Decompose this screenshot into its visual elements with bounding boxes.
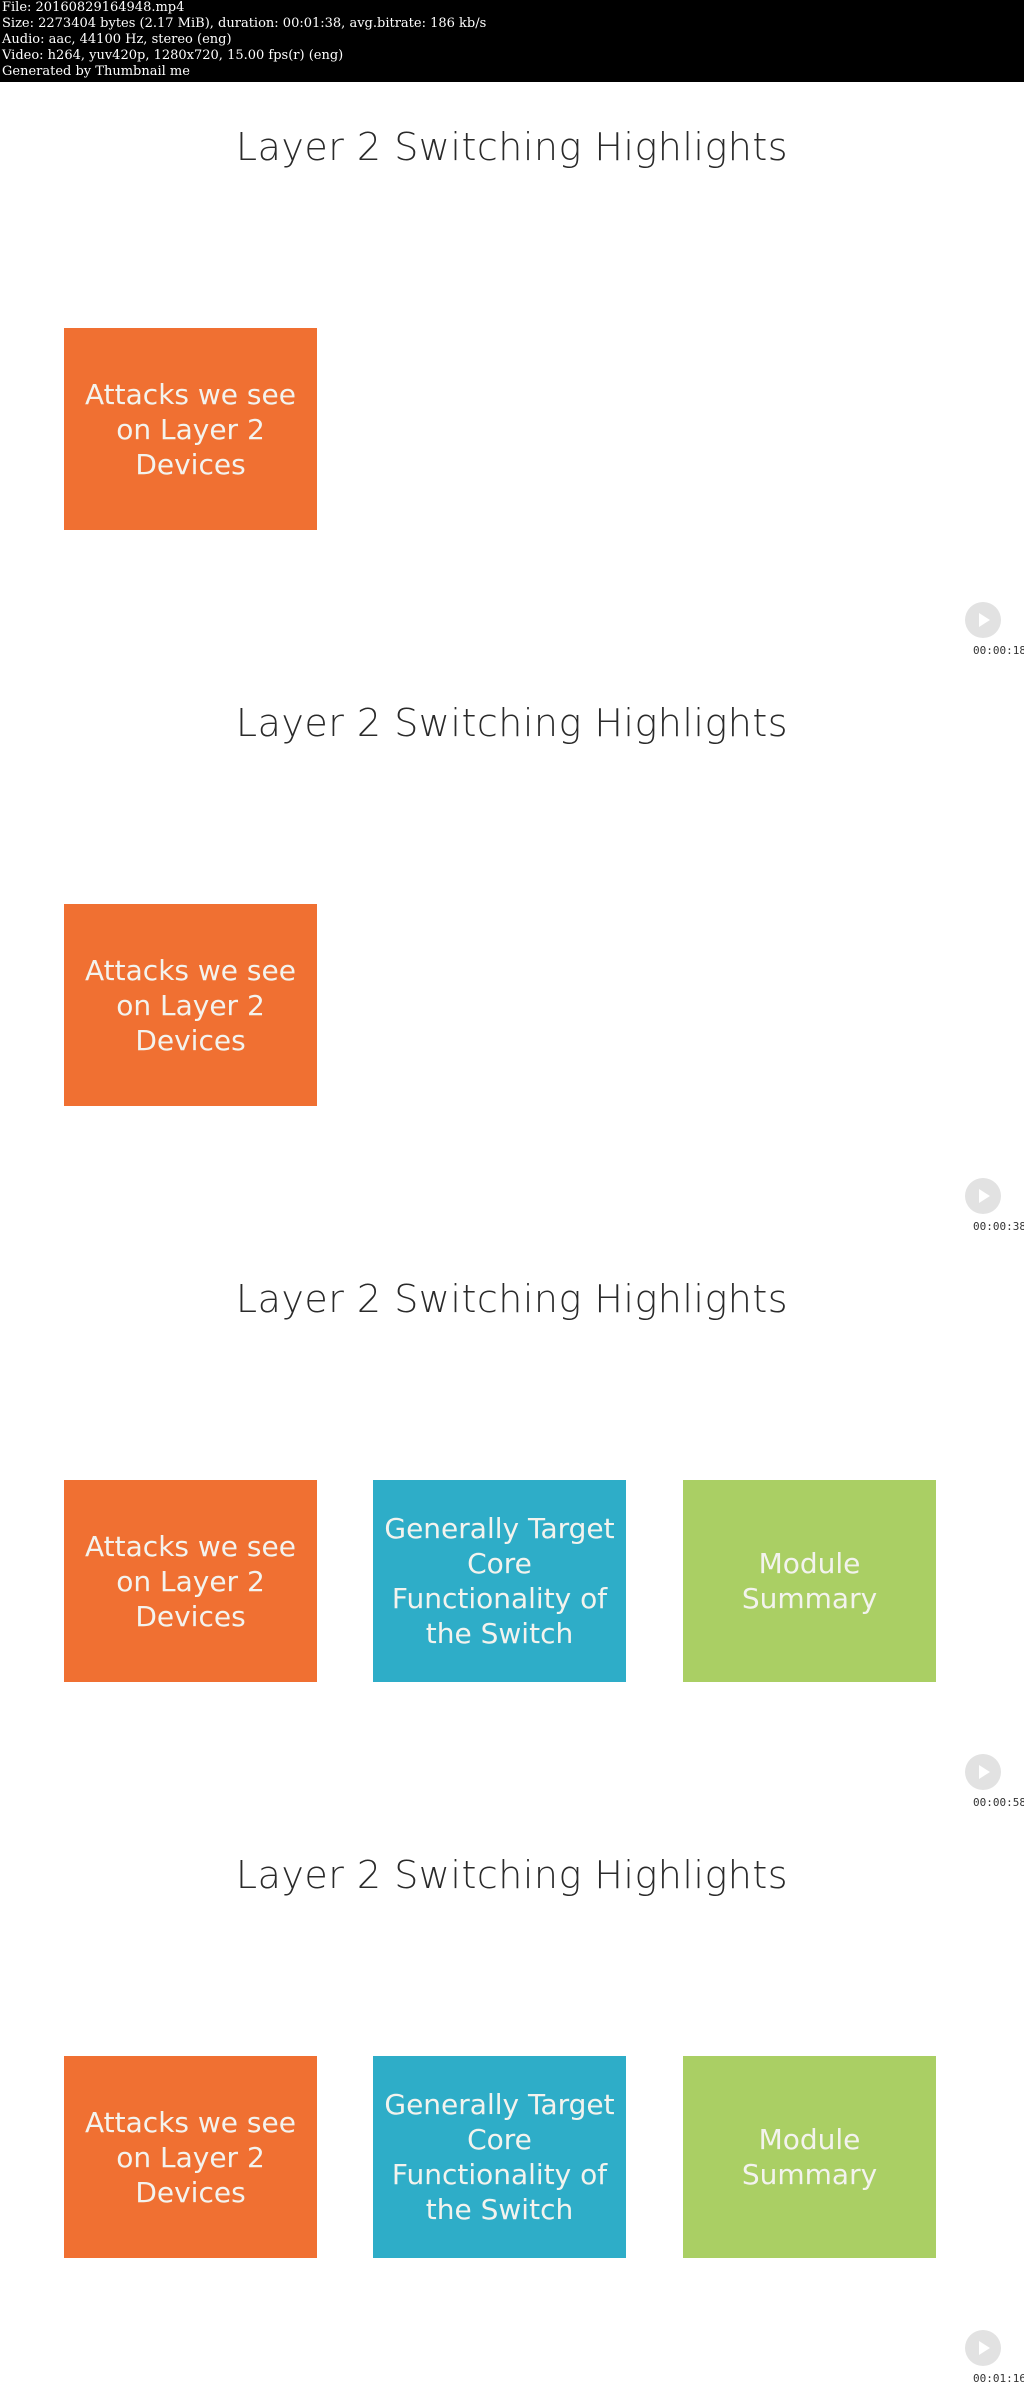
slide-title: Layer 2 Switching Highlights — [235, 1277, 789, 1321]
attacks-tile: Attacks we see on Layer 2 Devices — [64, 1480, 317, 1682]
module-summary-tile: Module Summary — [683, 2056, 936, 2258]
slide-title: Layer 2 Switching Highlights — [235, 1853, 789, 1897]
slide-title: Layer 2 Switching Highlights — [235, 125, 789, 169]
audio-info-line: Audio: aac, 44100 Hz, stereo (eng) — [2, 32, 232, 47]
module-summary-tile: Module Summary — [683, 1480, 936, 1682]
file-name-line: File: 20160829164948.mp4 — [2, 0, 185, 15]
timestamp-label: 00:00:38 — [973, 1220, 1024, 1233]
play-icon[interactable] — [965, 1754, 1001, 1790]
play-icon[interactable] — [965, 602, 1001, 638]
thumbnail-frame[interactable]: Layer 2 Switching Highlights Attacks we … — [0, 1234, 1024, 1810]
file-info-header: File: 20160829164948.mp4 Size: 2273404 b… — [0, 0, 1024, 82]
attacks-tile: Attacks we see on Layer 2 Devices — [64, 328, 317, 530]
file-size-line: Size: 2273404 bytes (2.17 MiB), duration… — [2, 16, 487, 31]
play-icon[interactable] — [965, 2330, 1001, 2366]
thumbnail-frame[interactable]: Layer 2 Switching Highlights Attacks we … — [0, 1810, 1024, 2386]
attacks-tile: Attacks we see on Layer 2 Devices — [64, 904, 317, 1106]
core-functionality-tile: Generally Target Core Functionality of t… — [373, 2056, 626, 2258]
slide-title: Layer 2 Switching Highlights — [235, 701, 789, 745]
timestamp-label: 00:00:58 — [973, 1796, 1024, 1809]
timestamp-label: 00:00:18 — [973, 644, 1024, 657]
generator-line: Generated by Thumbnail me — [2, 64, 190, 79]
play-icon[interactable] — [965, 1178, 1001, 1214]
thumbnail-frame[interactable]: Layer 2 Switching Highlights Attacks we … — [0, 82, 1024, 658]
core-functionality-tile: Generally Target Core Functionality of t… — [373, 1480, 626, 1682]
thumbnail-frame[interactable]: Layer 2 Switching Highlights Attacks we … — [0, 658, 1024, 1234]
timestamp-label: 00:01:16 — [973, 2372, 1024, 2385]
video-info-line: Video: h264, yuv420p, 1280x720, 15.00 fp… — [2, 48, 344, 63]
attacks-tile: Attacks we see on Layer 2 Devices — [64, 2056, 317, 2258]
